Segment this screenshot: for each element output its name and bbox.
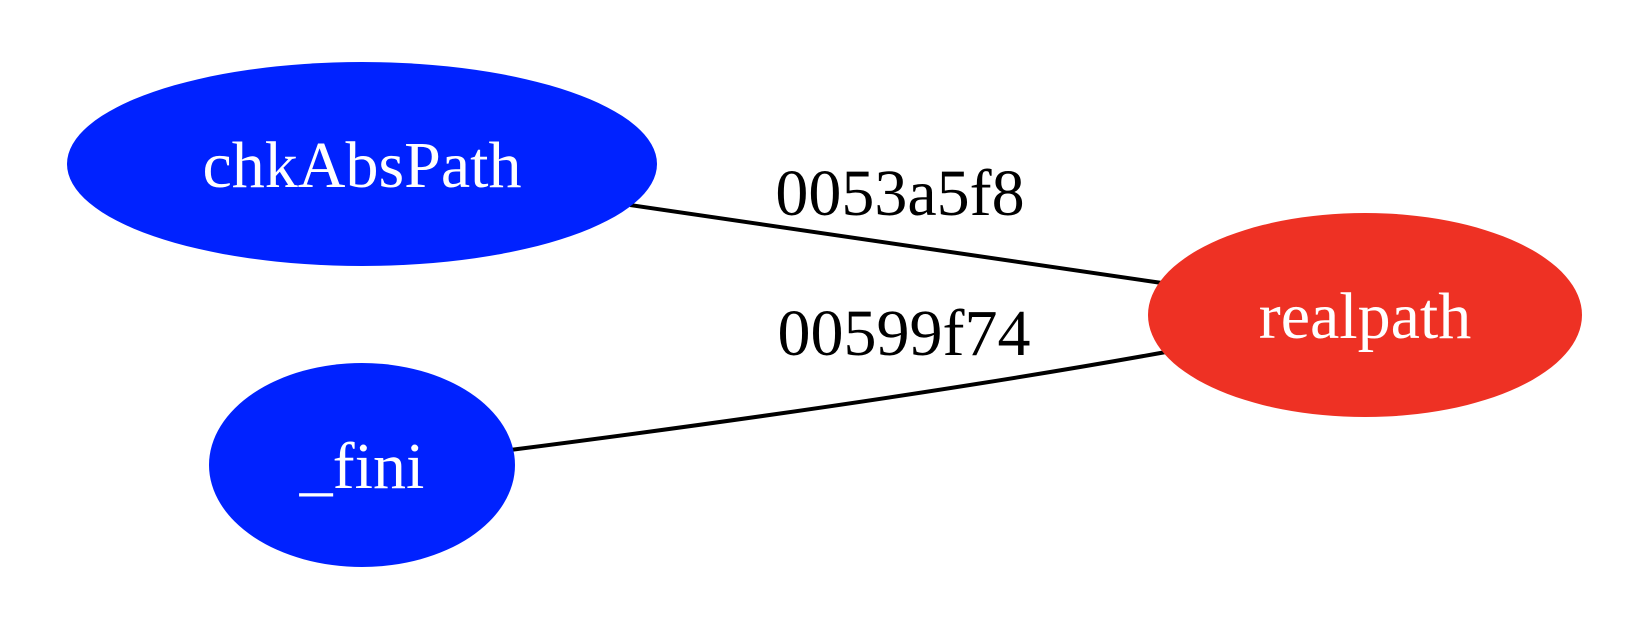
node-fini[interactable]: _fini	[209, 363, 515, 567]
edge-label: 0053a5f8	[775, 157, 1024, 230]
edge-label: 00599f74	[778, 297, 1031, 370]
node-shape	[67, 62, 657, 266]
edge-line	[509, 350, 1167, 452]
node-label: realpath	[1259, 280, 1472, 353]
edge-line	[629, 203, 1163, 285]
node-shape	[1148, 213, 1582, 417]
node-label: _fini	[299, 430, 425, 503]
node-realpath[interactable]: realpath	[1148, 213, 1582, 417]
node-shape	[209, 363, 515, 567]
node-label: chkAbsPath	[203, 129, 522, 202]
node-chkabspath[interactable]: chkAbsPath	[67, 62, 657, 266]
edge-fini-realpath: 00599f74	[509, 297, 1167, 452]
edge-chkabspath-realpath: 0053a5f8	[629, 157, 1163, 285]
